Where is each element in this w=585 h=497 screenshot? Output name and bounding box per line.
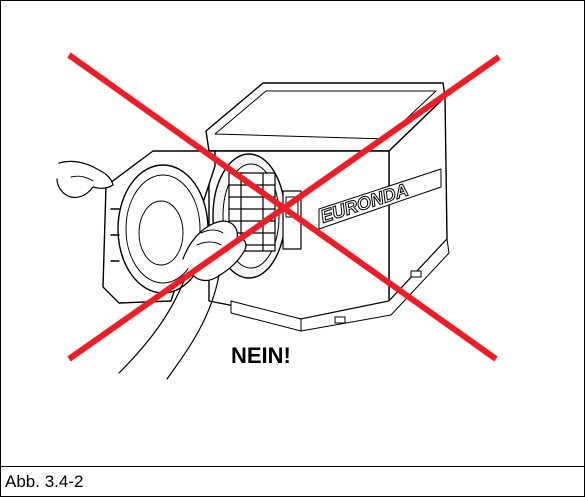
autoclave-plinth [230, 238, 450, 332]
prohibition-cross-icon [67, 52, 501, 362]
autoclave-top-panel [214, 90, 437, 140]
figure-cell: EURONDA NEIN! [1, 1, 584, 467]
autoclave-illustration: EURONDA NEIN! [56, 52, 501, 380]
arm-outline [118, 272, 188, 374]
figure-caption: Abb. 3.4-2 [5, 472, 84, 491]
left-hand-icon [56, 160, 114, 199]
caption-cell: Abb. 3.4-2 [1, 467, 584, 496]
brand-panel [318, 168, 442, 230]
warning-label: NEIN! [231, 343, 291, 368]
